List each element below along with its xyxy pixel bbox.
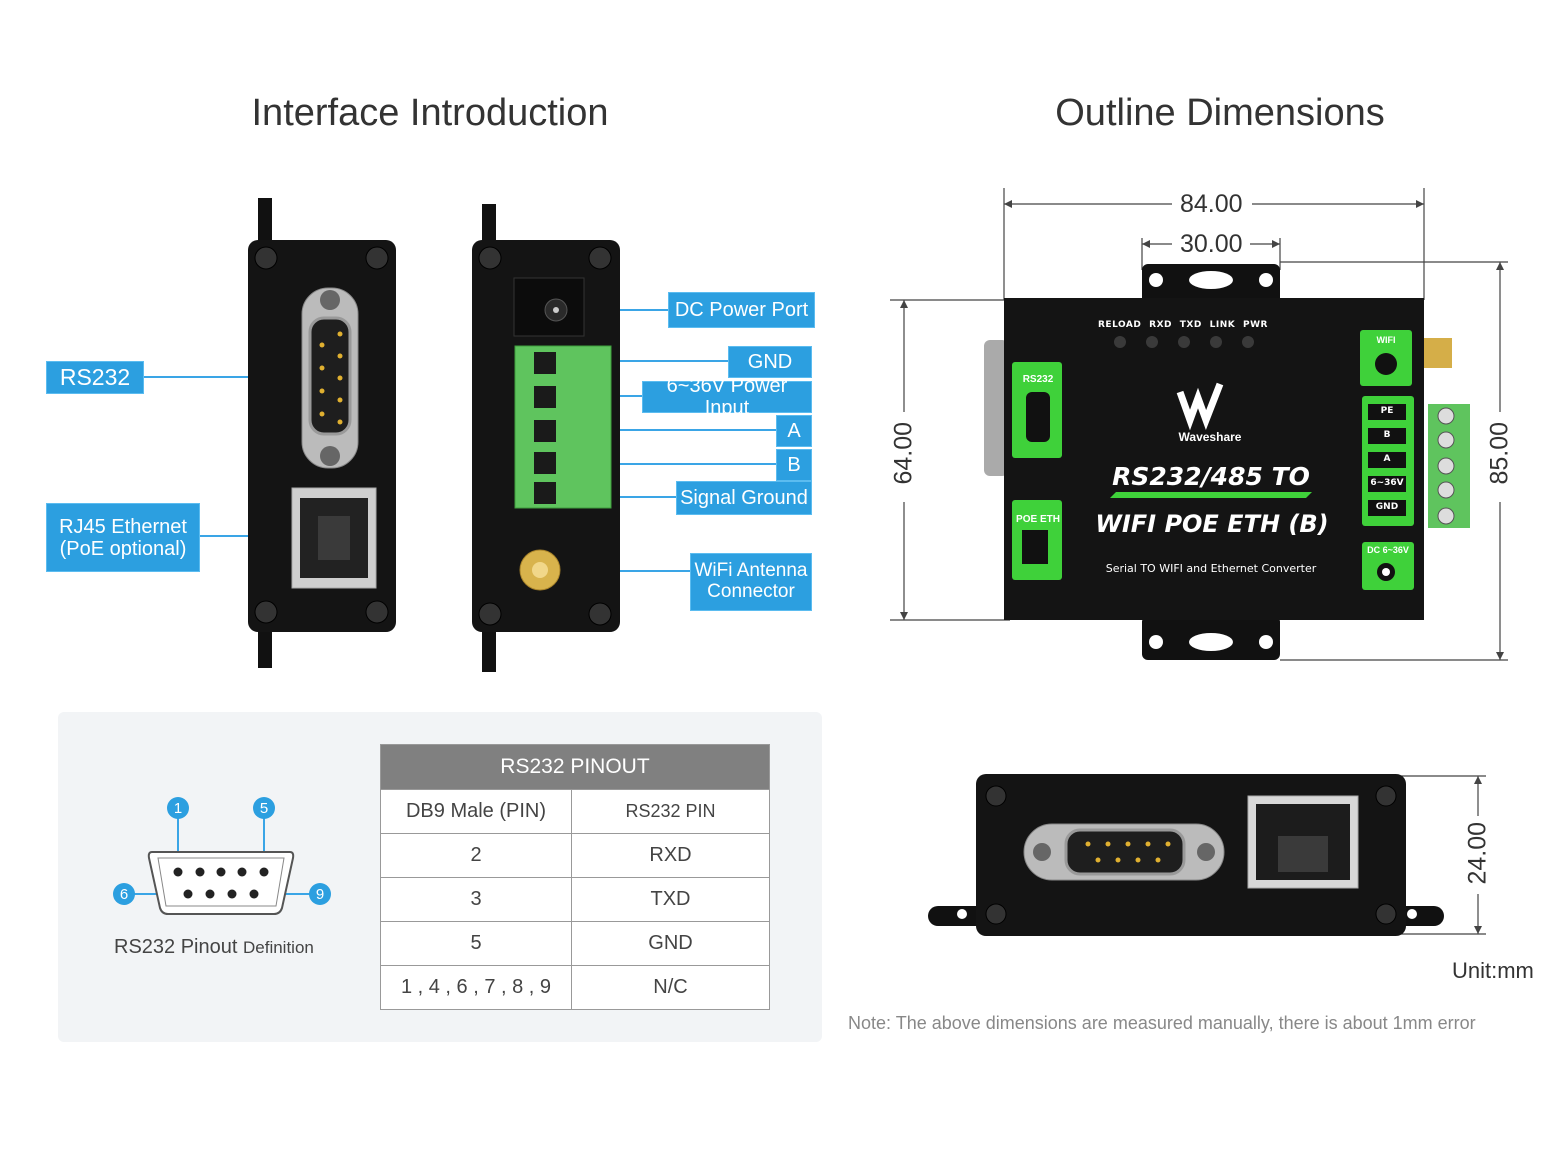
terminal-labels: PE B A 6~36V GND <box>1368 406 1406 526</box>
table-row: 3 TXD <box>380 877 770 922</box>
table-row: 5 GND <box>380 921 770 966</box>
led-labels: RELOAD RXD TXD LINK PWR <box>1098 320 1268 330</box>
interface-illustration <box>142 198 776 672</box>
signal-cell: TXD <box>571 877 770 922</box>
pin-cell: 3 <box>380 877 572 922</box>
port-label-wifi: WIFI <box>1376 335 1396 345</box>
outline-front-view <box>928 774 1486 936</box>
led-label-reload: RELOAD <box>1098 320 1142 330</box>
outline-dimensions-title: Outline Dimensions <box>1055 92 1385 134</box>
callout-signal-ground: Signal Ground <box>676 481 812 515</box>
table-title: RS232 PINOUT <box>380 744 770 790</box>
callout-rj45-ethernet: RJ45 Ethernet (PoE optional) <box>46 503 200 572</box>
table-column-row: DB9 Male (PIN) RS232 PIN <box>380 789 770 834</box>
callout-rj45-line2: (PoE optional) <box>59 537 187 560</box>
callout-gnd: GND <box>728 346 812 378</box>
product-subtitle: Serial TO WIFI and Ethernet Converter <box>1105 562 1317 575</box>
pin-marker-6: 6 <box>120 886 128 903</box>
brand-name: Waveshare <box>1178 430 1242 444</box>
pin-cell: 5 <box>380 921 572 966</box>
table-row: 2 RXD <box>380 833 770 878</box>
outline-top-view <box>890 188 1508 661</box>
signal-cell: N/C <box>571 965 770 1010</box>
led-label-link: LINK <box>1209 320 1236 330</box>
callout-b: B <box>776 449 812 481</box>
rs232-pinout-table: RS232 PINOUT DB9 Male (PIN) RS232 PIN 2 … <box>380 744 770 1010</box>
table-row: 1 , 4 , 6 , 7 , 8 , 9 N/C <box>380 965 770 1010</box>
pin-marker-1: 1 <box>174 800 182 817</box>
pin-cell: 2 <box>380 833 572 878</box>
led-label-txd: TXD <box>1179 320 1202 330</box>
terminal-label-gnd: GND <box>1375 502 1399 512</box>
port-label-rs232: RS232 <box>1022 374 1054 385</box>
terminal-label-b: B <box>1383 430 1391 440</box>
dimension-body-height: 64.00 <box>889 421 918 485</box>
pin-marker-5: 5 <box>260 800 268 817</box>
terminal-label-power: 6~36V <box>1370 478 1404 488</box>
column-header-rs232: RS232 PIN <box>571 789 770 834</box>
led-label-rxd: RXD <box>1149 320 1172 330</box>
signal-cell: RXD <box>571 833 770 878</box>
dimension-total-height: 85.00 <box>1485 421 1514 485</box>
pin-marker-9: 9 <box>316 886 324 903</box>
device-end-view-terminals <box>472 204 620 672</box>
pin-cell: 1 , 4 , 6 , 7 , 8 , 9 <box>380 965 572 1010</box>
signal-cell: GND <box>571 921 770 966</box>
callout-a: A <box>776 415 812 447</box>
port-label-poe-eth: POE ETH <box>1016 514 1060 525</box>
callout-wifi-antenna: WiFi Antenna Connector <box>690 553 812 611</box>
callout-rj45-line1: RJ45 Ethernet <box>59 515 187 538</box>
port-label-dc: DC 6~36V <box>1367 545 1409 555</box>
unit-label: Unit:mm <box>1452 958 1534 983</box>
led-label-pwr: PWR <box>1243 320 1268 330</box>
terminal-label-pe: PE <box>1380 406 1394 416</box>
callout-wifi-line1: WiFi Antenna <box>694 560 808 582</box>
terminal-label-a: A <box>1383 454 1391 464</box>
callout-rs232: RS232 <box>46 361 144 394</box>
measurement-note: Note: The above dimensions are measured … <box>848 1013 1476 1033</box>
dimension-thickness: 24.00 <box>1463 821 1492 885</box>
pinout-definition-small: Definition <box>242 938 314 957</box>
product-name-line2: WIFI POE ETH (B) <box>1095 510 1329 538</box>
device-end-view-rs232 <box>248 198 396 668</box>
callout-power-input: 6~36V Power Input <box>642 375 812 419</box>
dimension-mount-spacing: 30.00 <box>1180 230 1243 258</box>
callout-dc-power-port: DC Power Port <box>668 292 815 328</box>
column-header-db9: DB9 Male (PIN) <box>380 789 572 834</box>
table-header-row: RS232 PINOUT <box>380 744 770 790</box>
interface-introduction-title: Interface Introduction <box>251 92 609 134</box>
product-name-line1: RS232/485 TO <box>1112 462 1310 491</box>
pinout-definition-main: RS232 Pinout <box>114 936 238 958</box>
db9-pinout-diagram: 1 5 6 9 <box>113 797 331 915</box>
callout-wifi-line2: Connector <box>707 581 795 602</box>
pinout-definition-label: RS232 Pinout Definition <box>114 936 314 959</box>
dimension-width-total: 84.00 <box>1180 190 1243 218</box>
